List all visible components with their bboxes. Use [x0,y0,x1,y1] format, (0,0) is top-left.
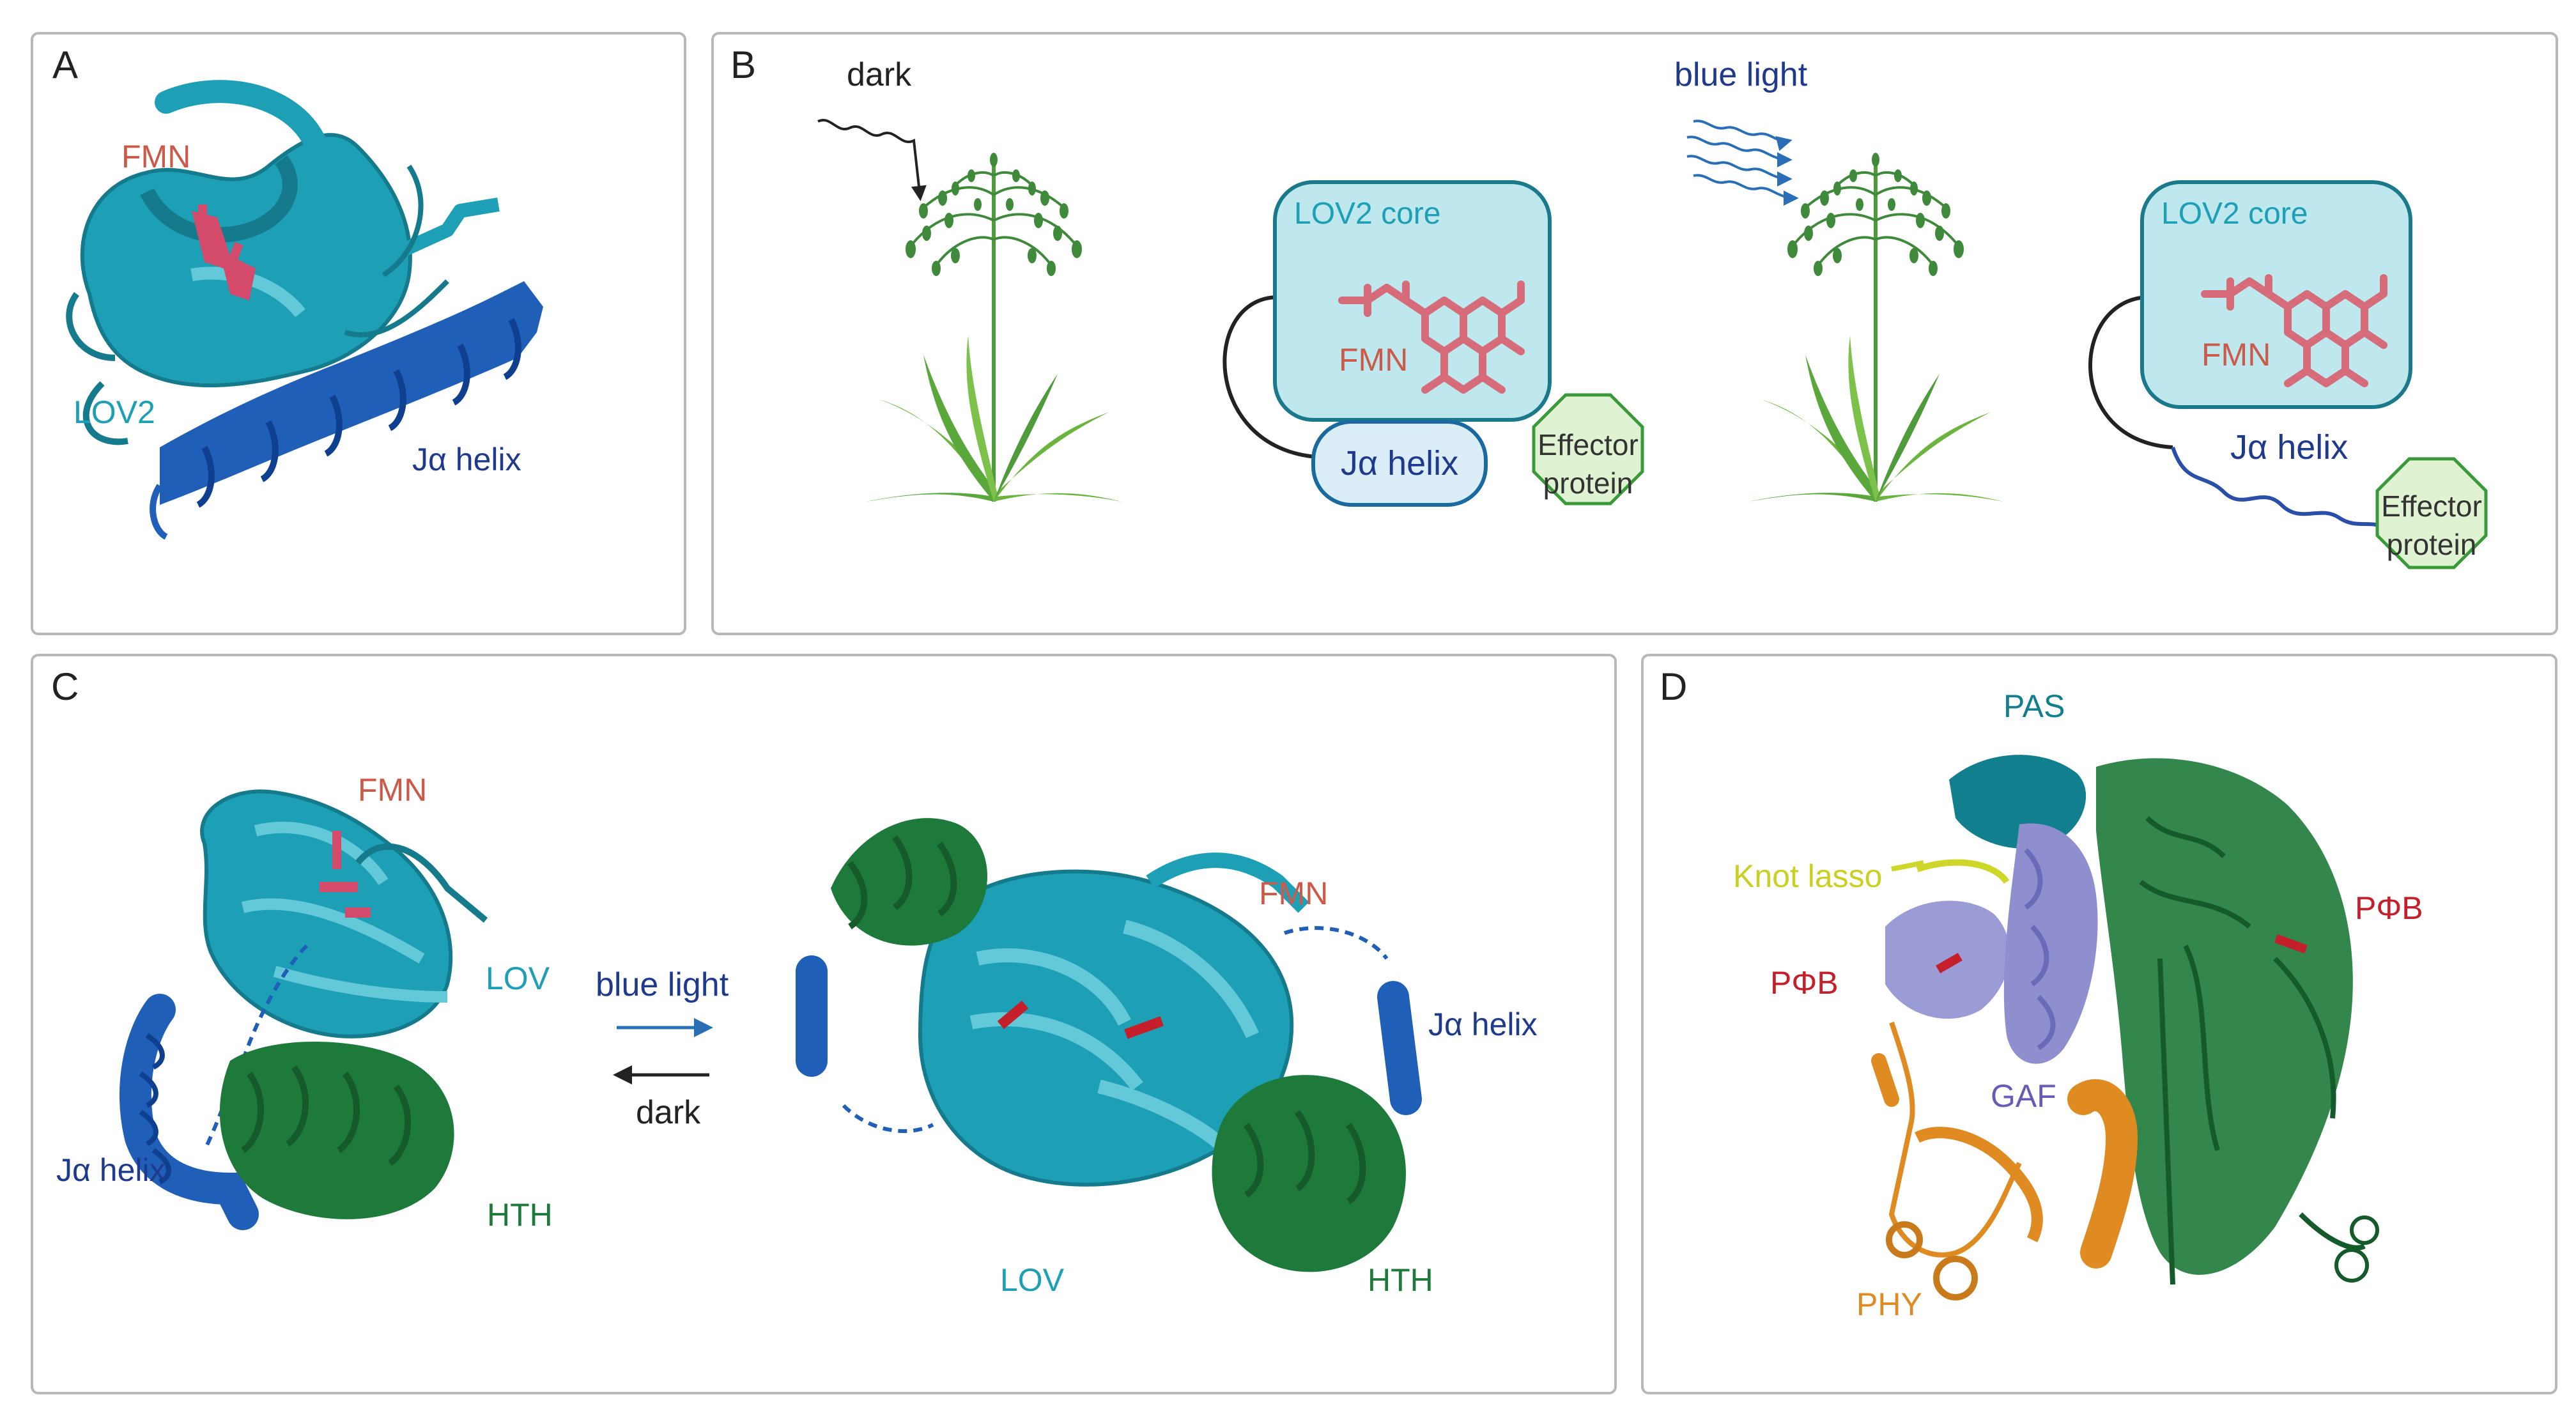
ja-helix-label-c-left: Jα helix [56,1152,166,1188]
lov-dimer-structure [796,818,1422,1272]
panel-d-frame [1641,654,2557,1394]
gaf-label: GAF [1991,1078,2056,1114]
phy-label: PHY [1856,1286,1922,1322]
ja-helix-label-a: Jα helix [412,442,521,477]
panel-c: C FMN LOV Jα helix HTH blue light [31,654,1617,1394]
panel-b: B dark LOV2 core FMN Jα helix Effector p… [711,32,2558,635]
unfolded-ja-helix [2171,447,2391,532]
effector-protein-light [2375,457,2488,569]
panel-d: D PAS Knot lasso PΦB [1641,654,2557,1394]
lov2-label: LOV2 [73,394,155,430]
fmn-label-c-right: FMN [1259,875,1328,911]
ja-helix-label-c-right: Jα helix [1428,1007,1538,1042]
blue-light-arrows [1686,120,1799,206]
effector-line1-dark: Effector [1538,428,1639,461]
ja-helix-pill [1311,420,1488,507]
panel-d-letter: D [1660,665,1687,708]
panel-a: A [31,32,686,635]
lov2-core-label-light: LOV2 core [2161,197,2308,231]
hth-label-c-right: HTH [1368,1262,1433,1298]
pfb-label-left: PΦB [1770,965,1839,1001]
dark-label-b: dark [847,56,912,93]
dark-label-c: dark [636,1094,701,1131]
pas-label: PAS [2003,688,2065,724]
effector-protein-dark [1532,393,1644,505]
effector-line2-dark: protein [1543,467,1633,500]
ja-helix-label-b-light: Jα helix [2230,428,2348,467]
lov-label-c-right: LOV [1000,1262,1065,1298]
panel-c-letter: C [51,665,79,708]
blue-light-label-b: blue light [1674,56,1808,93]
panel-b-letter: B [730,43,756,86]
panel-a-letter: A [52,43,78,86]
fmn-label-c-left: FMN [358,772,427,808]
fmn-label-b-light: FMN [2202,337,2271,373]
fmn-label-a: FMN [121,139,190,174]
ja-helix-label-b-dark: Jα helix [1341,444,1458,482]
lov2-structure [66,80,543,540]
knot-lasso-label: Knot lasso [1733,858,1882,894]
linker-dark [1222,295,1317,459]
ja-helix-structure [150,281,543,540]
effector-line2-light: protein [2387,528,2477,561]
panel-b-frame [711,32,2558,635]
hth-label-c-left: HTH [487,1197,553,1233]
fmn-label-b-dark: FMN [1339,342,1408,378]
lov-label-c-left: LOV [486,960,550,996]
phytochrome-structure [1871,755,2379,1300]
lov2-core-label-dark: LOV2 core [1294,197,1440,231]
effector-line1-light: Effector [2381,490,2482,523]
lov-monomer-structure [119,789,488,1230]
linker-light [2088,295,2173,449]
blue-light-label-c: blue light [596,966,729,1003]
pfb-label-right: PΦB [2355,890,2423,926]
dark-arrow-b [817,119,927,201]
